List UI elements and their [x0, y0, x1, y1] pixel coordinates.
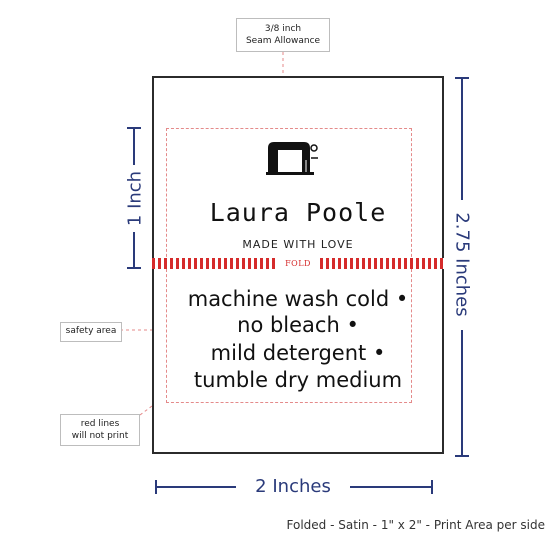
seam-allowance-value: 3/8 inch: [264, 24, 302, 34]
seam-allowance-text: Seam Allowance: [245, 36, 321, 46]
seam-allowance-callout: 3/8 inch Seam Allowance: [236, 18, 330, 52]
label-name: Laura Poole: [209, 198, 387, 227]
made-with-love-text: MADE WITH LOVE: [242, 238, 354, 251]
width-label: 2 Inches: [255, 476, 331, 497]
care-line-1: machine wash cold •: [187, 287, 409, 311]
red-lines-callout: red lines will not print: [60, 414, 140, 446]
fold-height-dimension: [127, 127, 141, 269]
care-line-3: mild detergent •: [210, 341, 386, 365]
width-dimension: [155, 480, 433, 494]
fold-height-label: 1 Inch: [124, 170, 146, 227]
red-lines-text-1: red lines: [80, 419, 120, 429]
footer-spec: Folded - Satin - 1" x 2" - Print Area pe…: [286, 518, 545, 532]
fold-text: FOLD: [276, 258, 320, 269]
care-line-2: no bleach •: [237, 313, 359, 337]
safety-area-text: safety area: [65, 326, 117, 336]
safety-area-callout: safety area: [60, 322, 122, 342]
sewing-machine-icon: [266, 142, 318, 175]
care-line-4: tumble dry medium: [193, 368, 403, 392]
total-height-dimension: [455, 77, 469, 457]
red-lines-text-2: will not print: [71, 431, 129, 441]
total-height-label: 2.75 Inches: [451, 212, 473, 317]
